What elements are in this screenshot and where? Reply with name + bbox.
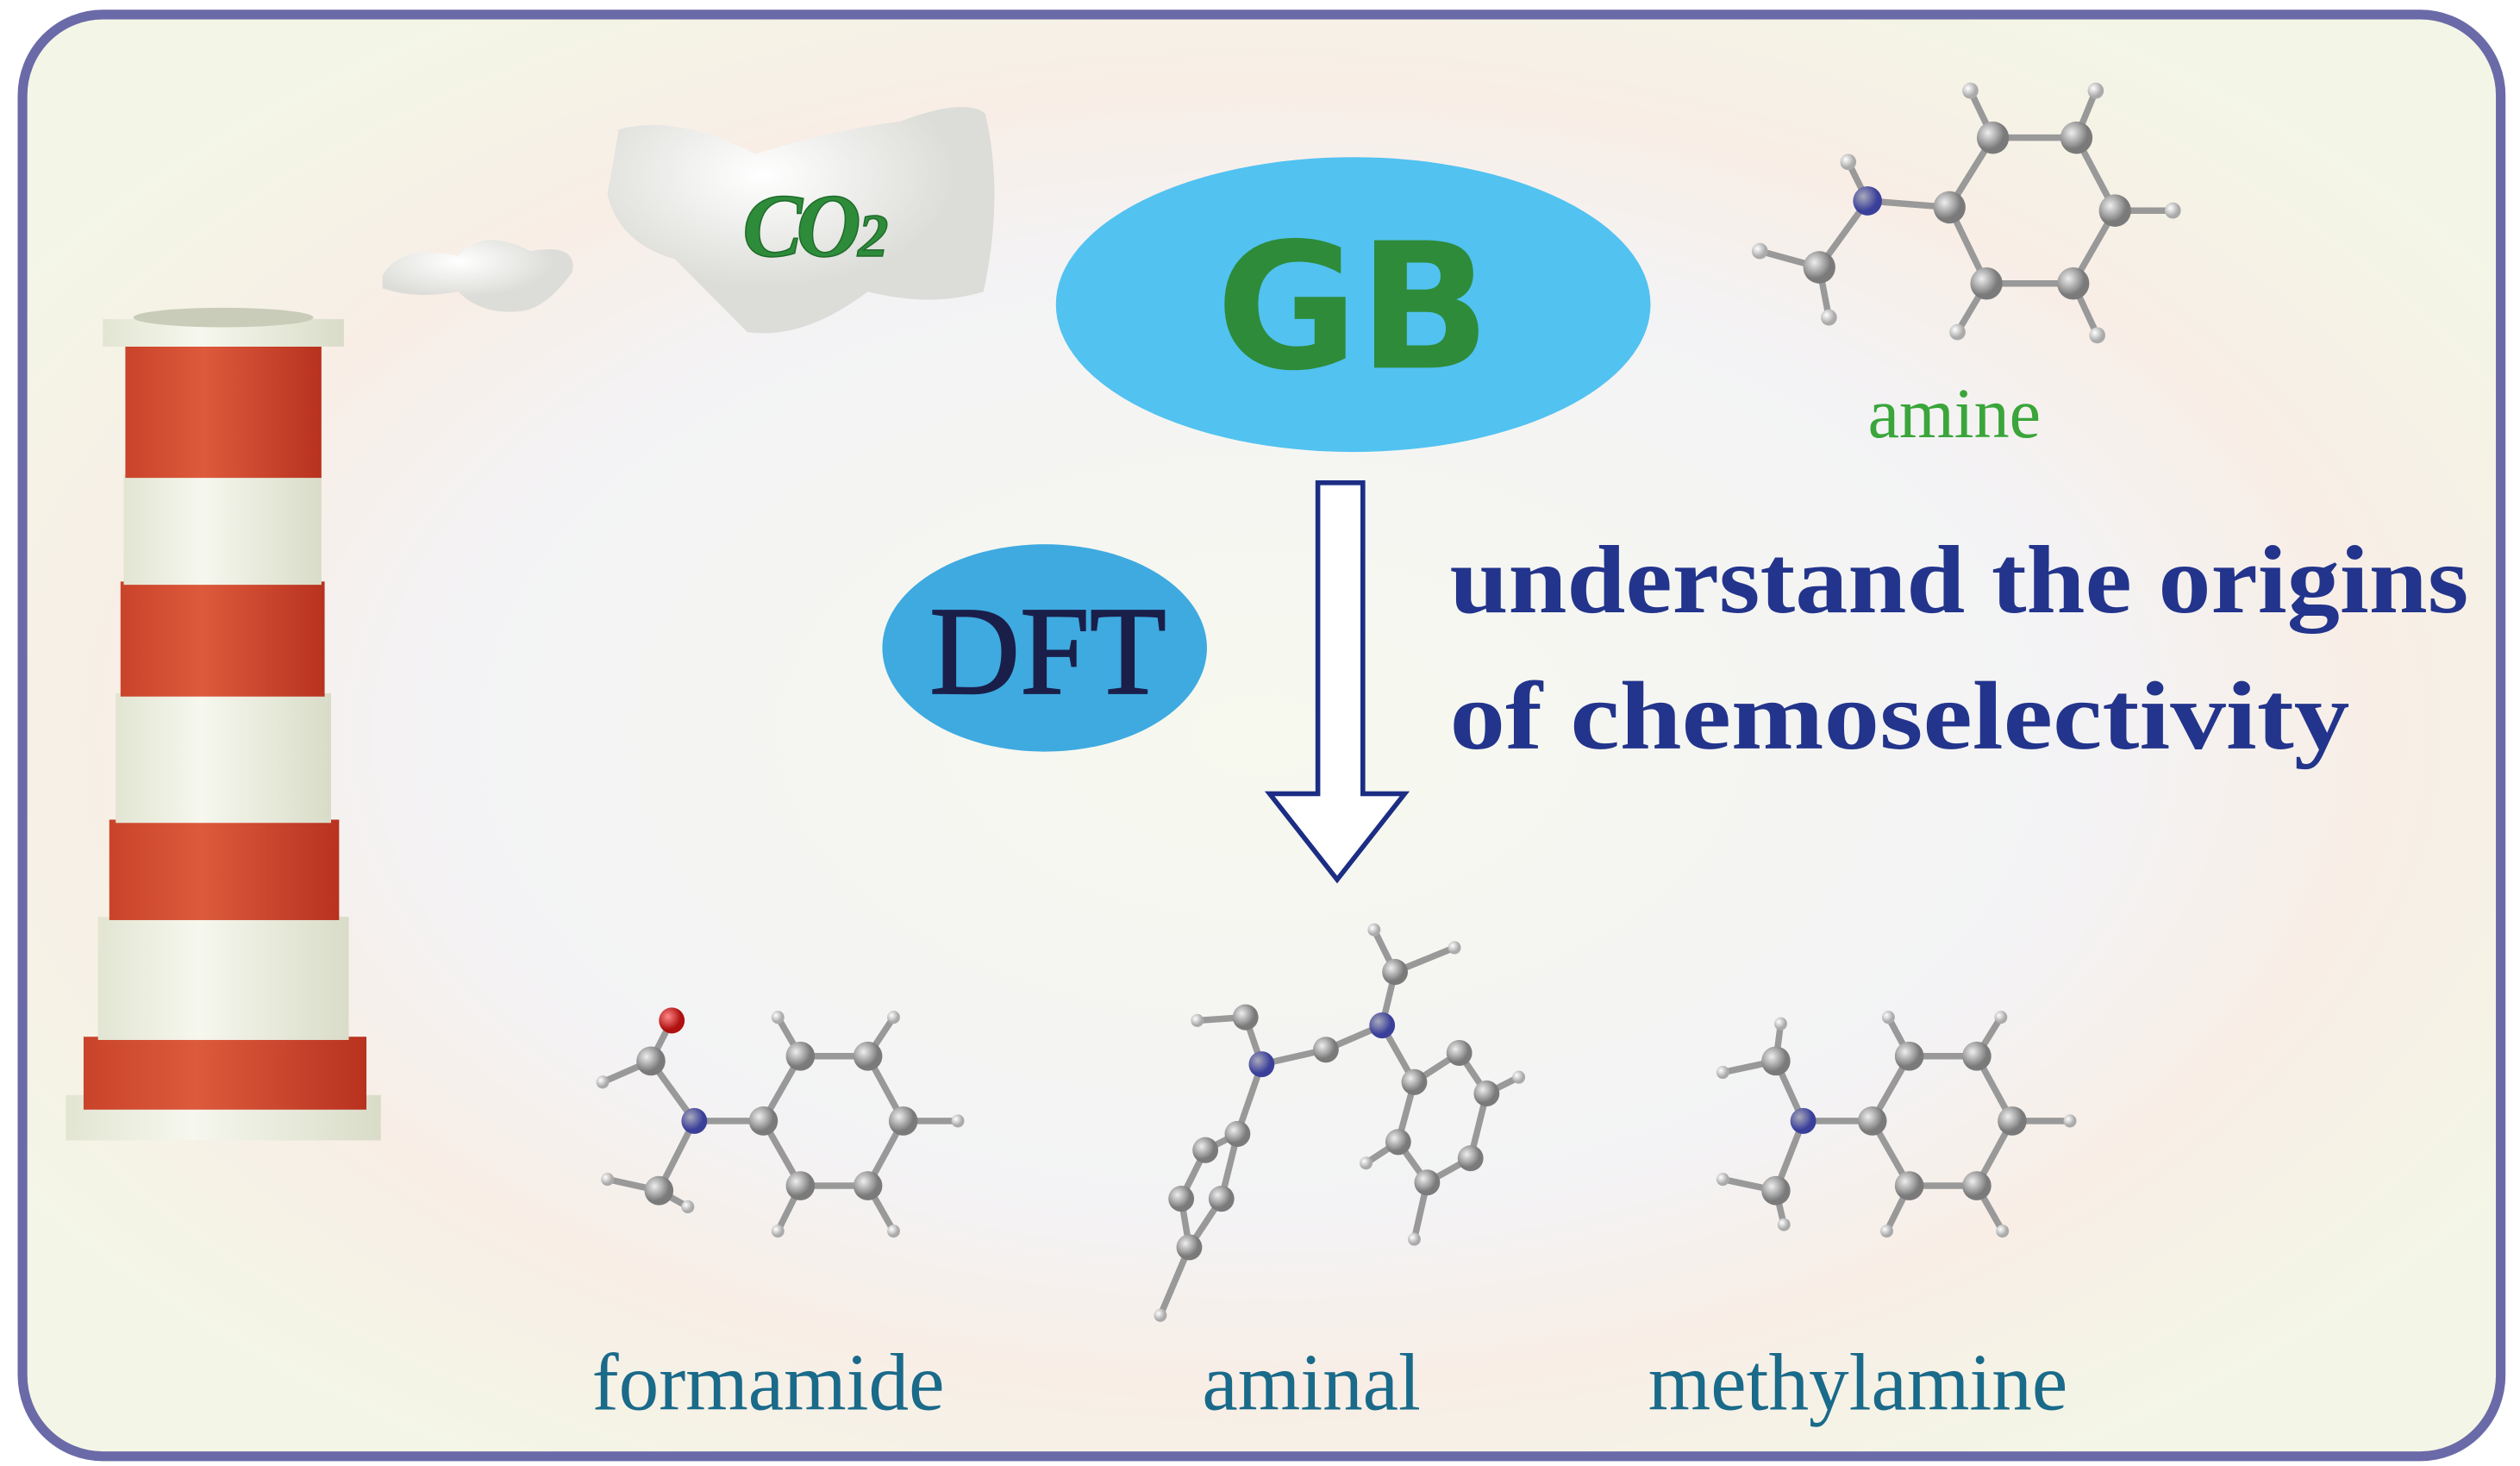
methylamine-label: methylamine (1648, 1338, 2068, 1427)
aminal-molecule (1154, 923, 1526, 1322)
down-arrow-icon (1264, 479, 1410, 884)
dft-ellipse (882, 544, 1207, 752)
co2-cloud: CO2 (382, 106, 995, 334)
dft-label: DFT (929, 580, 1166, 721)
chimney-illustration (66, 307, 381, 1141)
co2-label: CO (742, 175, 859, 275)
amine-label: amine (1868, 374, 2041, 453)
formamide-molecule (596, 1007, 965, 1238)
amine-molecule (1751, 82, 2181, 344)
statement-line-1: understand the origins (1449, 527, 2468, 634)
statement-line-2: of chemoselectivity (1449, 662, 2349, 769)
formamide-label: formamide (592, 1338, 945, 1427)
gb-ellipse (1055, 157, 1651, 453)
frame (17, 9, 2506, 1462)
aminal-label: aminal (1202, 1338, 1421, 1427)
gb-label: GB (1216, 205, 1491, 410)
methylamine-molecule (1716, 1011, 2077, 1238)
